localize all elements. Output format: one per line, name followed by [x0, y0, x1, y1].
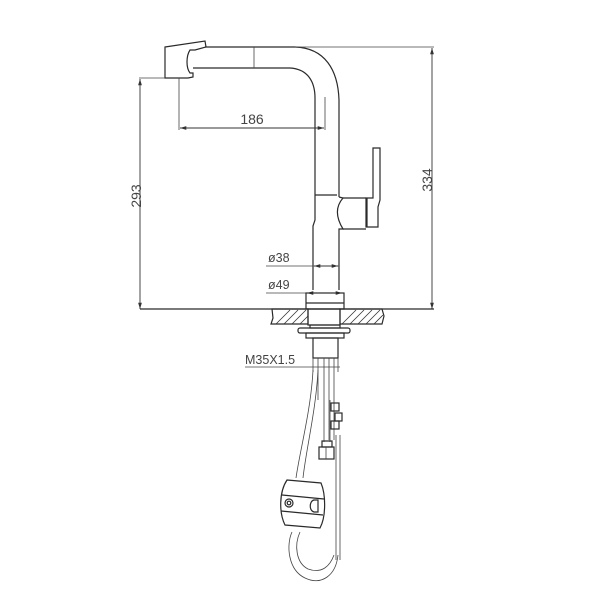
dimension-total-height: 334 [295, 46, 435, 309]
dimension-293-label: 293 [128, 184, 144, 208]
thread-m35-label: M35X1.5 [245, 353, 295, 367]
dimension-body-diameter: ø38 [266, 251, 339, 268]
dimension-reach: 186 [178, 78, 326, 130]
pullout-hose [288, 369, 339, 581]
spout-arm [193, 46, 340, 197]
diameter-49-label: ø49 [268, 278, 290, 292]
supply-hoses [317, 358, 343, 560]
spray-head [164, 40, 207, 79]
faucet-body [312, 194, 345, 290]
countertop-section [270, 308, 385, 325]
dimension-thread: M35X1.5 [245, 353, 340, 372]
dimension-spout-height: 293 [128, 77, 165, 309]
lever-handle [343, 147, 381, 230]
hose-weight [280, 479, 326, 529]
dimension-186-label: 186 [240, 111, 264, 127]
diameter-38-label: ø38 [268, 251, 290, 265]
base-flange [305, 292, 345, 310]
dimension-334-label: 334 [419, 168, 435, 192]
mounting-nut [297, 308, 351, 359]
dimension-base-diameter: ø49 [266, 278, 343, 295]
